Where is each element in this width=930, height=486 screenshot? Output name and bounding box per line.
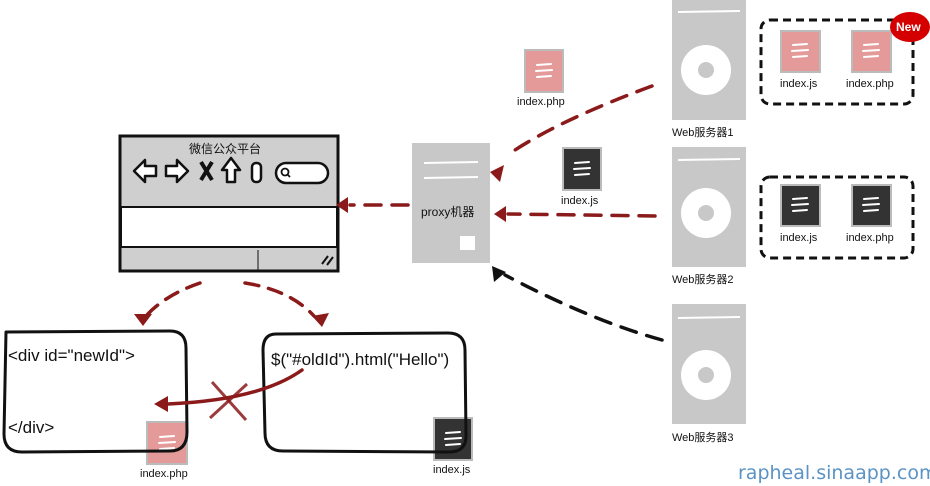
new-badge bbox=[890, 12, 930, 42]
browser-title: 微信公众平台 bbox=[189, 142, 262, 156]
html-open-tag: <div id="newId"> bbox=[8, 346, 135, 365]
server-3-disk-hole bbox=[698, 367, 714, 383]
browser-content-area bbox=[120, 206, 338, 248]
arrow-server2-to-proxy bbox=[506, 212, 657, 218]
arrowhead-browser bbox=[336, 197, 348, 213]
web-server-3 bbox=[672, 304, 746, 424]
s2-php-filename: index.php bbox=[846, 232, 894, 244]
close-x-icon[interactable] bbox=[199, 160, 214, 182]
file-icon-s2-js bbox=[780, 184, 821, 227]
server-2-disk-hole bbox=[698, 205, 714, 221]
proxy-machine bbox=[412, 143, 490, 263]
s2-js-filename: index.js bbox=[780, 232, 818, 244]
left-php-filename: index.php bbox=[140, 468, 188, 480]
browser-frame bbox=[118, 134, 340, 273]
arrowhead-server2 bbox=[494, 206, 506, 222]
flow-js-filename: index.js bbox=[561, 195, 599, 207]
resize-grip-icon[interactable] bbox=[321, 255, 334, 266]
server-1-line bbox=[677, 10, 741, 13]
server-2-file-group bbox=[759, 175, 915, 260]
arrow-browser-to-html bbox=[144, 281, 202, 318]
flow-php-filename: index.php bbox=[517, 96, 565, 108]
proxy-line-2 bbox=[423, 176, 479, 179]
selector-arrow bbox=[166, 368, 304, 406]
server-2-label: Web服务器2 bbox=[672, 274, 734, 286]
failed-cross-mark bbox=[208, 380, 249, 422]
arrowhead-server1 bbox=[490, 165, 504, 182]
forward-arrow-icon[interactable] bbox=[164, 158, 190, 184]
arrow-server1-to-proxy bbox=[510, 84, 654, 154]
html-code-box bbox=[2, 329, 189, 454]
server-3-line bbox=[677, 316, 741, 319]
back-arrow-icon[interactable] bbox=[132, 158, 158, 184]
refresh-icon[interactable] bbox=[250, 161, 263, 184]
browser-window bbox=[118, 134, 340, 273]
server-1-label: Web服务器1 bbox=[672, 127, 734, 139]
s1-php-filename: index.php bbox=[846, 78, 894, 90]
server-1-file-group bbox=[759, 18, 915, 106]
arrow-browser-to-js bbox=[243, 281, 316, 318]
file-icon-flow-js bbox=[562, 147, 602, 191]
new-badge-text: New bbox=[896, 20, 921, 34]
file-icon-s1-php bbox=[851, 30, 892, 73]
file-icon-flow-php bbox=[524, 49, 564, 93]
js-code-line: $("#oldId").html("Hello") bbox=[271, 350, 450, 369]
proxy-label: proxy机器 bbox=[421, 205, 475, 219]
arrowhead-html-box bbox=[134, 314, 152, 326]
web-server-1 bbox=[672, 0, 746, 120]
file-icon-s2-php bbox=[851, 184, 892, 227]
proxy-button bbox=[460, 236, 475, 250]
proxy-line-1 bbox=[423, 161, 479, 164]
js-code-box bbox=[261, 331, 468, 454]
file-icon-s1-js bbox=[780, 30, 821, 73]
home-icon[interactable] bbox=[220, 156, 242, 184]
server-2-line bbox=[677, 158, 741, 161]
footer-watermark: rapheal.sinaapp.com bbox=[738, 462, 930, 484]
arrowhead-server3 bbox=[492, 266, 506, 282]
file-icon-left-php bbox=[146, 421, 188, 465]
search-icon bbox=[280, 167, 291, 178]
server-1-disk-hole bbox=[698, 62, 714, 78]
web-server-2 bbox=[672, 147, 746, 267]
search-field[interactable] bbox=[274, 161, 330, 185]
arrow-server3-to-proxy bbox=[503, 273, 664, 342]
s1-js-filename: index.js bbox=[780, 78, 818, 90]
selector-arrowhead bbox=[154, 396, 168, 412]
server-3-label: Web服务器3 bbox=[672, 432, 734, 444]
right-js-filename: index.js bbox=[433, 464, 471, 476]
html-close-tag: </div> bbox=[8, 418, 55, 437]
arrowhead-js-box bbox=[312, 313, 329, 327]
